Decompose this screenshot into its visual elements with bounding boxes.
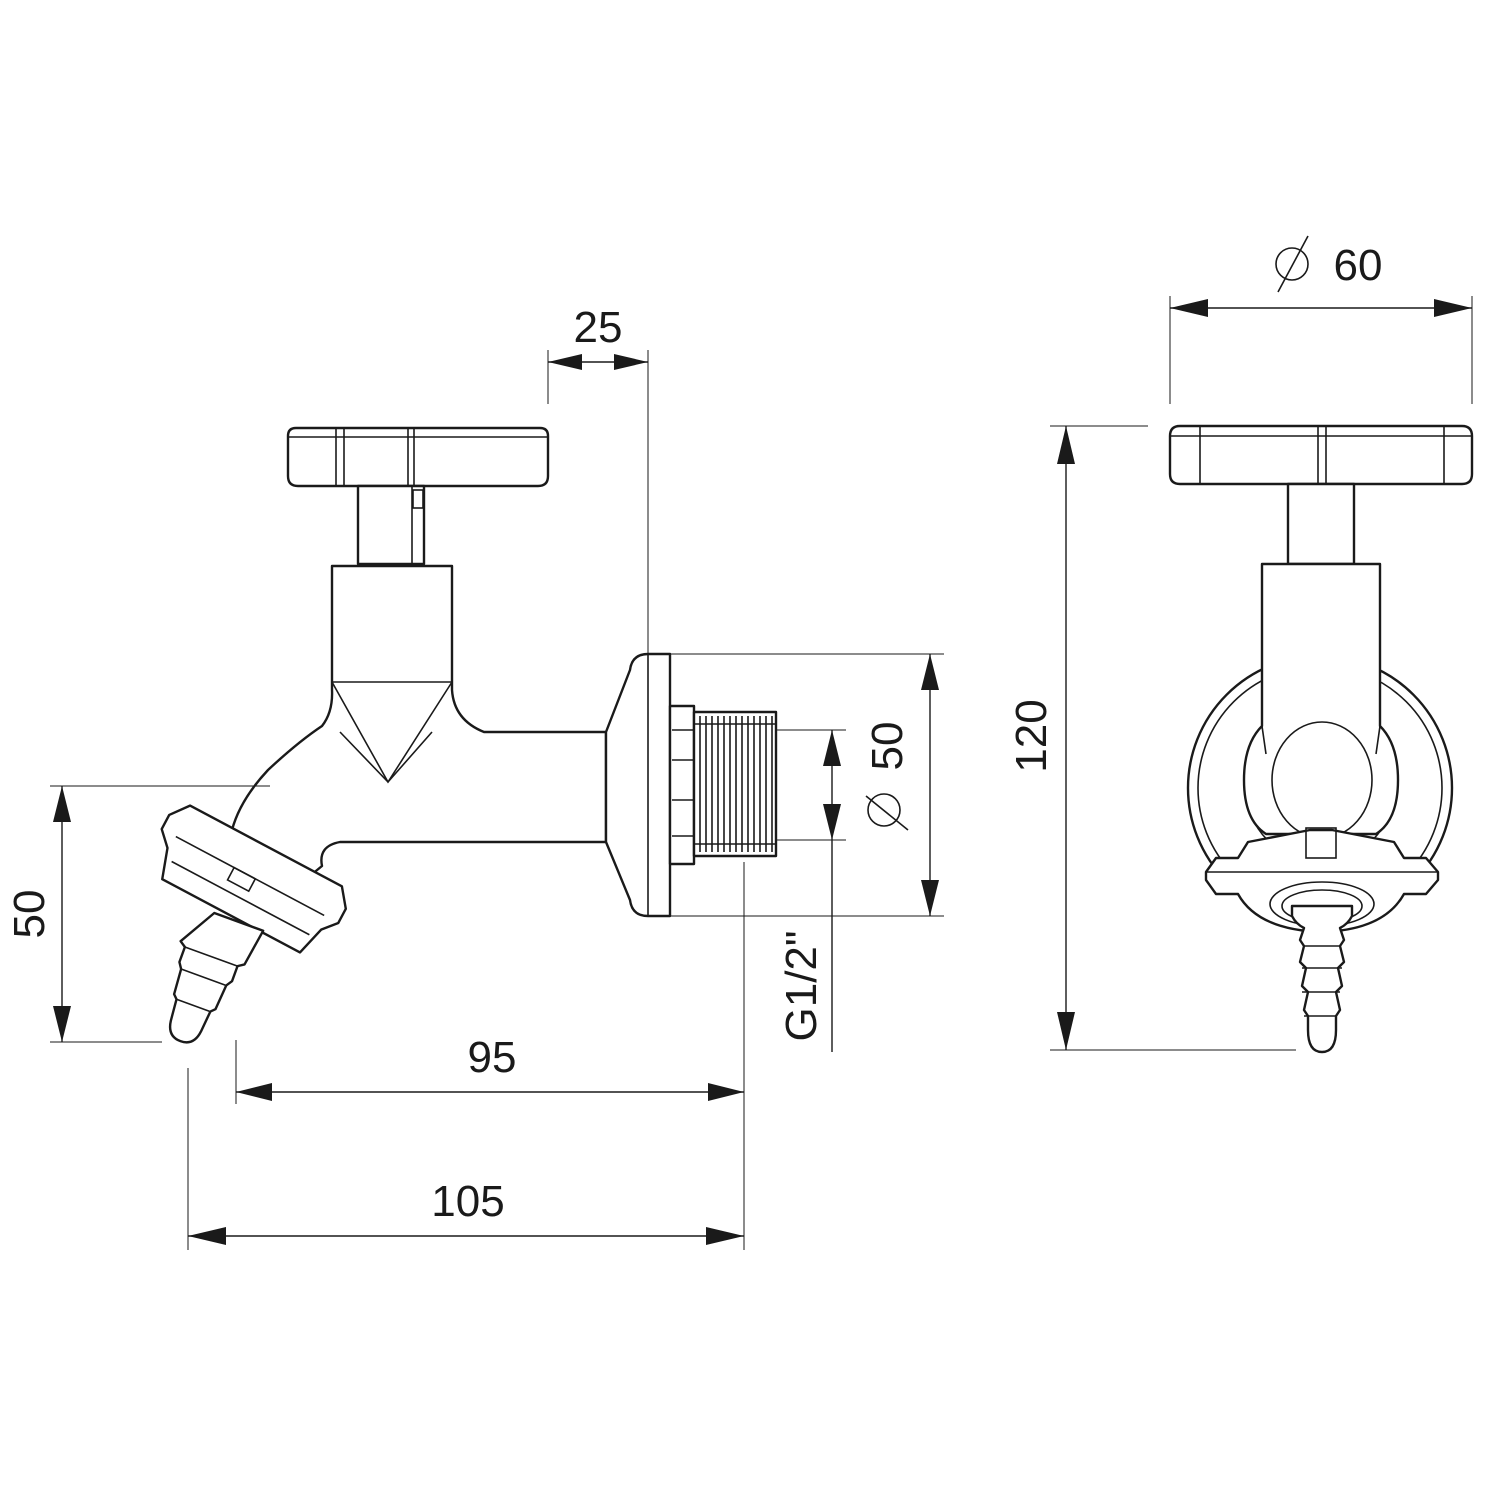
front-view xyxy=(1168,424,1474,1054)
front-hose-barb xyxy=(1290,904,1354,1054)
side-handle xyxy=(286,426,550,488)
dimension-105-label: 105 xyxy=(431,1177,504,1226)
dimension-diameter-50 xyxy=(670,653,944,917)
diameter-symbol-icon xyxy=(865,793,909,831)
side-view xyxy=(160,426,778,1044)
side-thread xyxy=(692,710,778,858)
side-flange xyxy=(604,652,696,918)
side-spindle xyxy=(356,484,426,566)
thread-size-label: G1/2" xyxy=(777,930,826,1041)
dimension-diameter-60: 60 xyxy=(1169,235,1473,404)
dimension-95: 95 xyxy=(235,862,745,1250)
dimension-25-label: 25 xyxy=(574,303,623,352)
dimension-120-label: 120 xyxy=(1007,699,1056,772)
dimension-120: 120 xyxy=(1007,425,1296,1051)
diameter-symbol-icon xyxy=(1275,235,1309,293)
dimension-60-label: 60 xyxy=(1334,241,1383,290)
front-handle xyxy=(1168,424,1474,486)
dimension-105: 105 xyxy=(187,1068,744,1250)
dimension-95-label: 95 xyxy=(468,1033,517,1082)
dimension-50-diameter-label: 50 xyxy=(863,722,912,771)
front-coupling-nut xyxy=(1204,827,1440,934)
front-body xyxy=(1242,562,1400,839)
dimension-50-height-label: 50 xyxy=(5,890,54,939)
dimension-25: 25 xyxy=(547,303,649,654)
side-coupling-nut xyxy=(160,804,348,954)
front-spindle xyxy=(1286,482,1356,566)
dimension-50-height: 50 xyxy=(5,785,270,1043)
side-hose-barb xyxy=(168,911,265,1044)
dimension-thread: 50 G1/2" xyxy=(776,722,912,1052)
side-body xyxy=(230,564,608,886)
